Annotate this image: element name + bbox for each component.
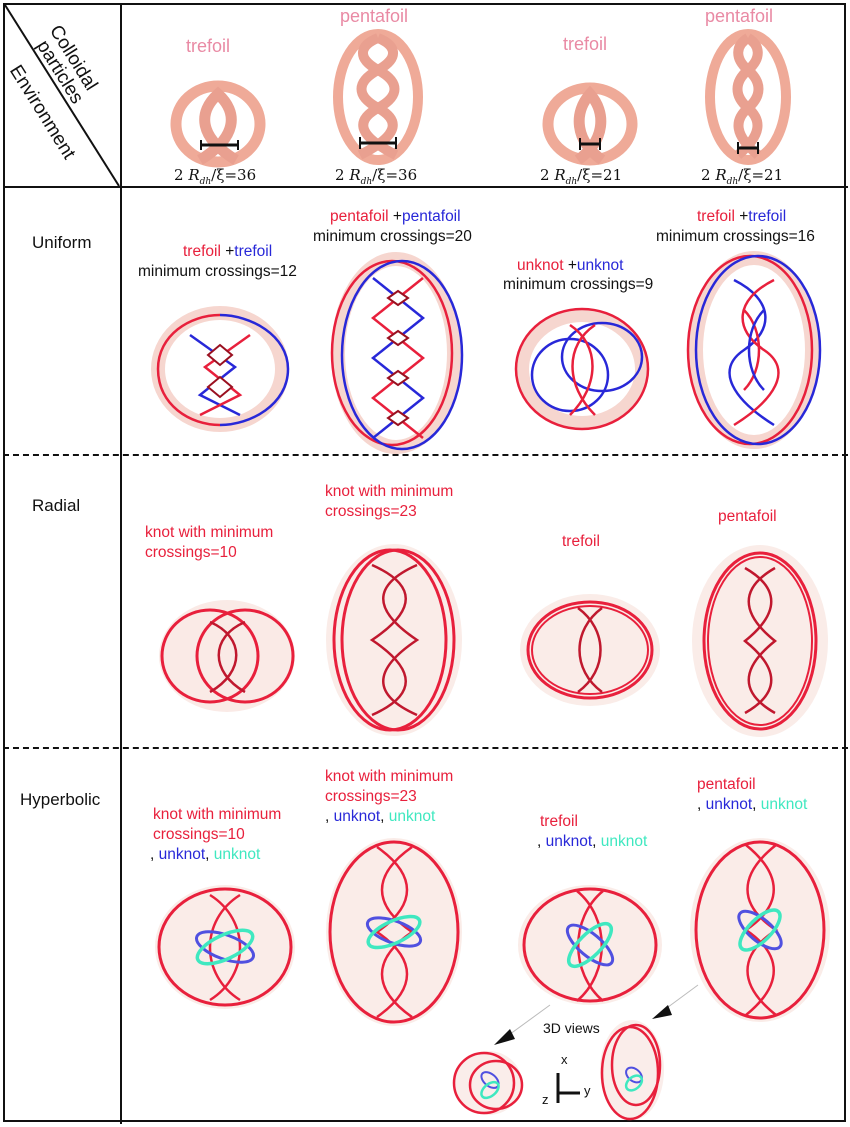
knot-label-line1: pentafoil (697, 776, 756, 793)
crossings-label: minimum crossings=20 (313, 228, 472, 245)
radial-trefoil-image (520, 594, 660, 706)
knot-label-line2: crossings=10 (145, 544, 237, 561)
radial-knot-10-image (159, 600, 295, 712)
particle-name: trefoil (563, 34, 608, 54)
3d-view-arrows (494, 984, 699, 1045)
arrow-head-left (494, 1029, 515, 1045)
axis-x-label: x (561, 1052, 568, 1067)
pentafoil-particle-image (333, 29, 423, 165)
trefoil-particle-image (542, 82, 638, 166)
axis-z-label: z (542, 1092, 549, 1107)
axes-icon (556, 1073, 580, 1103)
row-label-hyperbolic: Hyperbolic (20, 790, 101, 809)
uniform-unknot-knot-image (514, 307, 650, 431)
row-label-radial: Radial (32, 496, 81, 515)
crossings-label: minimum crossings=16 (656, 228, 815, 245)
uniform-pentafoil-knot-image (330, 252, 464, 454)
knot-label-line1: pentafoil (718, 508, 777, 525)
defect-label: pentafoil +pentafoil (330, 208, 461, 225)
row-divider-uniform-radial (3, 454, 848, 456)
knot-label-line1: trefoil (562, 533, 600, 550)
hyperbolic-trefoil-image (518, 885, 662, 1005)
ratio-label: 2 Rdh/ξ=21 (701, 166, 784, 187)
uniform-trefoil-large-knot-image (686, 251, 822, 449)
corner-diagonal-line (4, 4, 120, 187)
radial-pentafoil-image (692, 545, 828, 737)
3d-view-trefoil-image (452, 1051, 524, 1115)
knot-label-line1: knot with minimum (145, 524, 274, 541)
hyperbolic-pentafoil-image (690, 838, 830, 1022)
knot-label-line1: trefoil (540, 813, 578, 830)
unknot-labels: , unknot, unknot (697, 796, 808, 813)
header-divider (3, 186, 848, 188)
column-divider (120, 3, 122, 1124)
pentafoil-particle-image (705, 29, 791, 165)
trefoil-particle-image (170, 80, 266, 168)
unknot-labels: , unknot, unknot (325, 808, 436, 825)
knot-label-line2: crossings=10 (153, 826, 245, 843)
defect-label: trefoil +trefoil (697, 208, 787, 225)
hyperbolic-knot-10-image (155, 885, 295, 1009)
defect-label: unknot +unknot (517, 257, 624, 274)
knot-label-line1: knot with minimum (325, 483, 454, 500)
crossings-label: minimum crossings=12 (138, 263, 297, 280)
row-divider-radial-hyperbolic (3, 747, 848, 749)
hyperbolic-knot-23-image (326, 838, 462, 1026)
knot-label-line2: crossings=23 (325, 788, 417, 805)
unknot-labels: , unknot, unknot (150, 846, 261, 863)
ratio-label: 2 Rdh/ξ=36 (174, 166, 257, 187)
3d-views-title: 3D views (543, 1020, 600, 1036)
particle-name: trefoil (186, 36, 231, 56)
knot-label-line2: crossings=23 (325, 503, 417, 520)
particle-name: pentafoil (340, 6, 409, 26)
uniform-trefoil-knot-image (151, 306, 290, 432)
axis-y-label: y (584, 1083, 591, 1098)
crossings-label: minimum crossings=9 (503, 276, 654, 293)
radial-knot-23-image (326, 544, 462, 736)
3d-view-pentafoil-image (600, 1020, 664, 1121)
ratio-label: 2 Rdh/ξ=36 (335, 166, 418, 187)
row-label-uniform: Uniform (32, 233, 92, 252)
knot-label-line1: knot with minimum (153, 806, 282, 823)
unknot-labels: , unknot, unknot (537, 833, 648, 850)
knot-label-line1: knot with minimum (325, 768, 454, 785)
ratio-label: 2 Rdh/ξ=21 (540, 166, 623, 187)
table-frame (3, 3, 846, 1122)
particle-name: pentafoil (705, 6, 774, 26)
arrow-head-right (652, 1005, 672, 1019)
defect-label: trefoil +trefoil (183, 243, 273, 260)
